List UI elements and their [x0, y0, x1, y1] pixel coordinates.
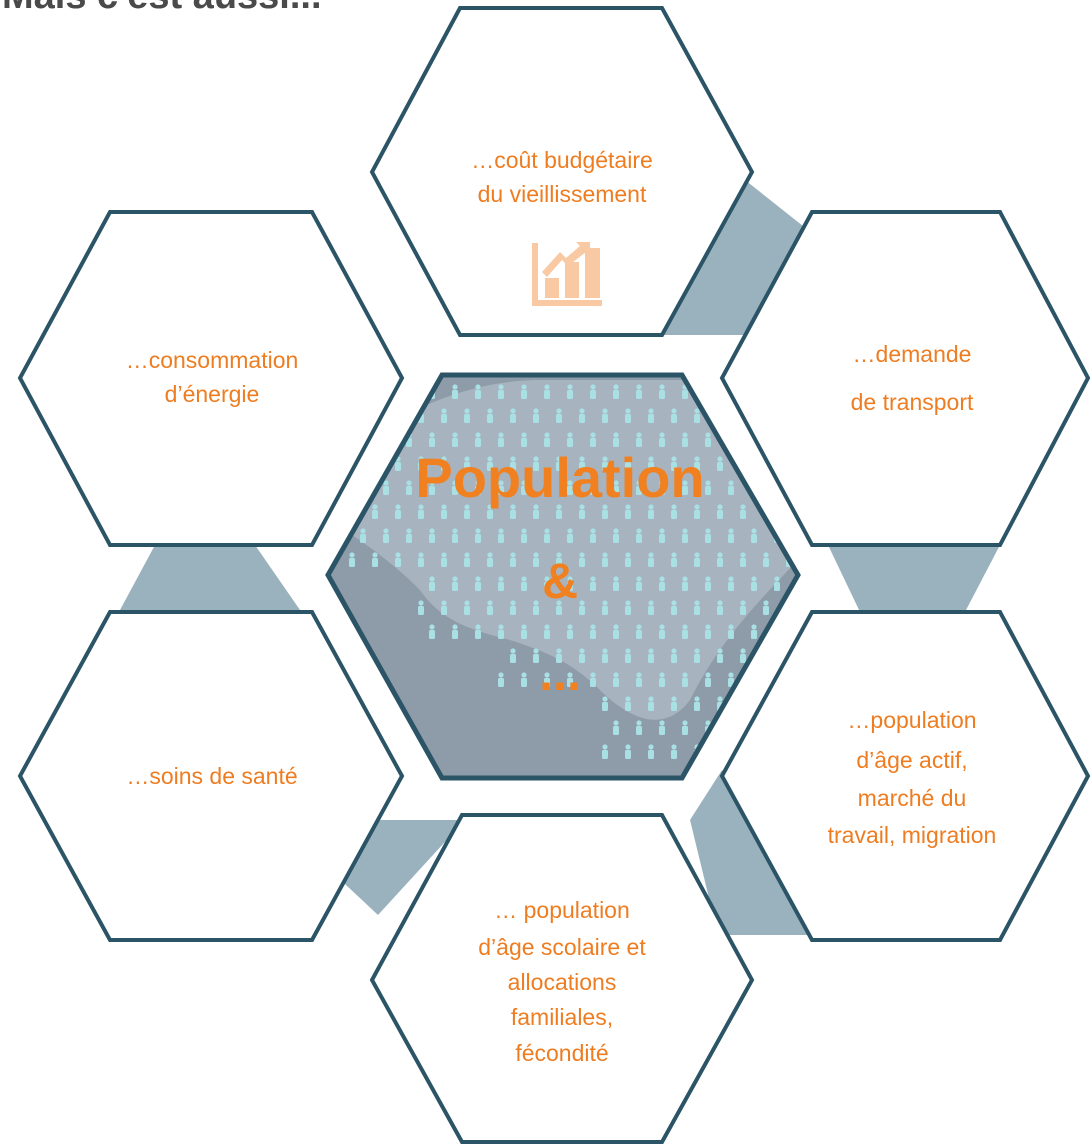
connector-bottom-right [690, 770, 812, 935]
hexagon-right-lower-line-4: travail, migration [828, 822, 997, 848]
hexagon-bottom-line-3: allocations [508, 969, 617, 995]
hexagon-right-upper-line-1: …demande [853, 341, 972, 367]
hexagon-top-line-2: du vieillissement [478, 181, 647, 207]
hexagon-right-lower-line-1: …population [847, 707, 976, 733]
page-title: Mais c'est aussi... [2, 0, 322, 17]
center-title: Population [415, 446, 704, 509]
hexagon-left-lower: …soins de santé [17, 610, 405, 942]
hexagon-bottom-line-1: … population [494, 897, 630, 923]
hexagon-bottom-line-4: familiales, [511, 1004, 613, 1030]
hexagon-right-lower: …population d’âge actif, marché du trava… [719, 610, 1091, 942]
hexagon-bottom-line-5: fécondité [515, 1040, 608, 1066]
connector-right [828, 545, 1000, 612]
hexagon-bottom: … population d’âge scolaire et allocatio… [369, 813, 755, 1144]
hexagon-right-lower-line-3: marché du [858, 785, 967, 811]
connector-left [120, 545, 300, 610]
hexagon-left-upper-line-1: …consommation [126, 347, 299, 373]
hexagon-top: …coût budgétaire du vieillissement [369, 6, 755, 337]
hexagon-left-lower-line-1: …soins de santé [126, 763, 297, 789]
center-ampersand: & [542, 553, 578, 609]
hexagon-right-upper: …demande de transport [719, 210, 1091, 547]
center-hexagon: Population & ... [325, 372, 801, 781]
hexagon-bottom-line-2: d’âge scolaire et [478, 934, 646, 960]
hexagon-right-upper-line-2: de transport [851, 389, 974, 415]
hexagon-left-upper-line-2: d’énergie [165, 381, 260, 407]
hexagon-top-line-1: …coût budgétaire [471, 147, 653, 173]
center-ellipsis: ... [539, 645, 581, 701]
bar-chart-growth-icon [532, 242, 602, 306]
hexagon-right-lower-line-2: d’âge actif, [856, 747, 967, 773]
hexagon-left-upper: …consommation d’énergie [17, 210, 405, 547]
